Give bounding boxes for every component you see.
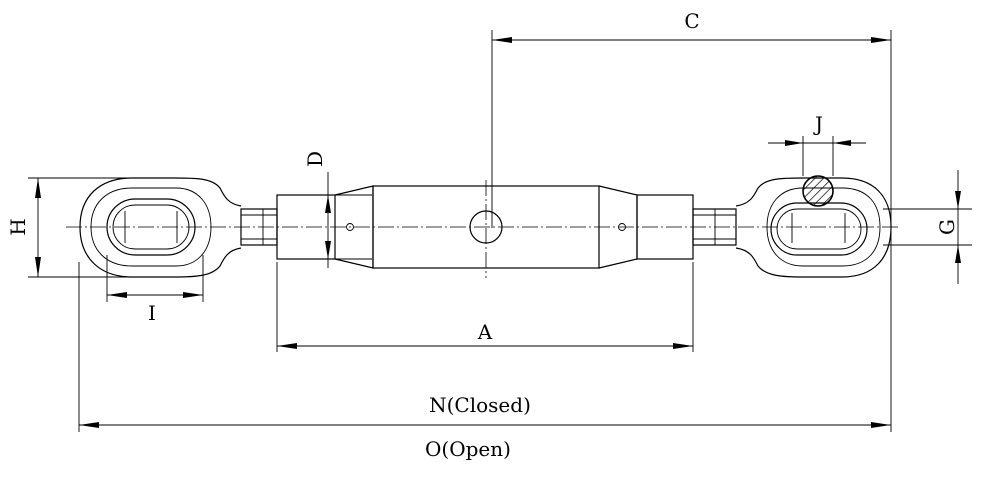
dimension-label-g: G xyxy=(935,219,959,235)
dimension-label-c: C xyxy=(684,9,699,33)
pin-section-hatch xyxy=(802,175,834,207)
dimension-label-h: H xyxy=(6,218,30,235)
left-eye xyxy=(79,177,242,278)
dimension-label-o: O(Open) xyxy=(425,437,511,461)
turnbuckle-part xyxy=(66,175,900,278)
dimension-label-i: I xyxy=(148,301,156,325)
right-eye xyxy=(735,175,892,278)
dimension-label-a: A xyxy=(477,320,493,344)
dimension-label-j: J xyxy=(813,112,823,136)
dimension-label-d: D xyxy=(303,151,327,167)
dimension-lines xyxy=(28,30,972,432)
dimension-label-n: N(Closed) xyxy=(429,393,531,417)
dimension-labels: C J D H G I A N(Closed) O(Open) xyxy=(6,9,959,461)
right-stud xyxy=(692,208,737,246)
